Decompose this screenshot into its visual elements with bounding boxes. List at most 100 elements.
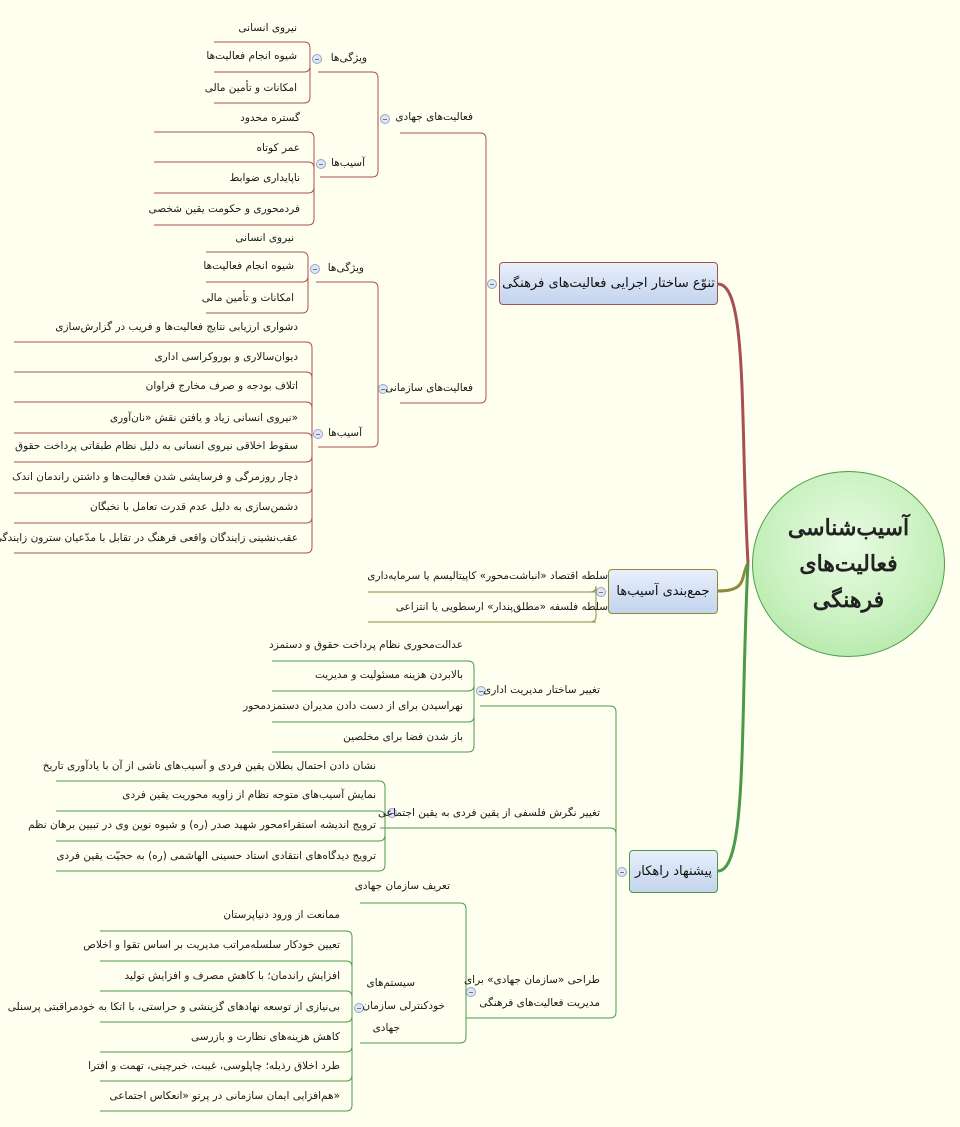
collapse-toggle-icon[interactable] [466,987,476,997]
main-topic-execution-structure[interactable]: تنوّع ساختار اجرایی فعالیت‌های فرهنگی [499,262,718,305]
child-connector [304,341,313,434]
topic-admin-structure-change[interactable]: تغییر ساختار مدیریت اداری [483,684,600,696]
collapse-toggle-icon[interactable] [354,1003,364,1013]
topic-philosophical-change[interactable]: تغییر نگرش فلسفی از یقین فردی به یقین اج… [378,807,600,819]
leaf-harm-summary[interactable]: سلطه فلسفه «مطلق‌پندار» ارسطویی یا انتزا… [395,601,608,613]
main-topic-label: پیشنهاد راهکار [634,864,713,879]
topic-self-control-systems-line-2[interactable]: خودکنترلی سازمان [362,1000,445,1012]
child-connector [304,432,313,440]
child-connector [303,59,311,73]
leaf-self-control-system[interactable]: بی‌نیازی از توسعه نهادهای گزینشی و حراست… [7,1001,340,1013]
child-connector [301,269,309,314]
leaf-self-control-system[interactable]: تعیین خودکار سلسله‌مراتب مدیریت بر اساس … [83,939,340,951]
leaf-jihadi-harm[interactable]: ناپایداری ضوابط [229,172,300,184]
leaf-org-feature[interactable]: شیوه انجام فعالیت‌ها [203,260,294,272]
topic-jihadi-activities[interactable]: فعالیت‌های جهادی [395,111,473,123]
child-connector [378,813,386,872]
leaf-philosophical-change[interactable]: ترویج دیدگاه‌های انتقادی استاد حسینی اله… [56,850,376,862]
topic-org-activities[interactable]: فعالیت‌های سازمانی [385,382,473,394]
main-topic-harms-summary[interactable]: جمع‌بندی آسیب‌ها [608,569,718,614]
leaf-jihadi-harm[interactable]: گستره محدود [240,112,300,124]
main-topic-solutions[interactable]: پیشنهاد راهکار [629,850,718,893]
leaf-jihadi-feature[interactable]: نیروی انسانی [238,22,297,34]
collapse-toggle-icon[interactable] [313,429,323,439]
leaf-self-control-system[interactable]: ممانعت از ورود دنیاپرستان [223,909,340,921]
leaf-org-harm[interactable]: سقوط اخلاقی نیروی انسانی به دلیل نظام طب… [15,440,298,452]
collapse-toggle-icon[interactable] [310,264,320,274]
collapse-toggle-icon[interactable] [387,808,397,818]
main-branch-connector [717,282,750,564]
child-connector [301,251,309,269]
leaf-org-harm[interactable]: «نیروی انسانی زیاد و یافتن نقش «نان‌آوری [109,412,298,424]
topic-jihadi-harms[interactable]: آسیب‌ها [331,157,365,169]
child-connector [316,281,379,394]
topic-self-control-systems-line-3[interactable]: جهادی [372,1022,400,1034]
leaf-org-harm[interactable]: دیوان‌سالاری و بوروکراسی اداری [154,351,298,363]
topic-self-control-systems-line-1[interactable]: سیستم‌های [366,977,415,989]
leaf-philosophical-change[interactable]: نمایش آسیب‌های متوجه نظام از زاویه محوری… [122,789,376,801]
leaf-self-control-system[interactable]: کاهش هزینه‌های نظارت و بازرسی [190,1031,340,1043]
child-connector [304,371,313,434]
leaf-self-control-system[interactable]: افزایش راندمان؛ با کاهش مصرف و افزایش تو… [124,970,340,982]
leaf-philosophical-change[interactable]: نشان دادن احتمال بطلان یقین فردی و آسیب‌… [42,760,376,772]
leaf-admin-change[interactable]: بالابردن هزینه مسئولیت و مدیریت [314,669,463,681]
child-connector [467,691,475,753]
collapse-toggle-icon[interactable] [596,587,606,597]
child-connector [360,992,467,1044]
leaf-org-harm[interactable]: عقب‌نشینی زایندگان واقعی فرهنگ در تقابل … [0,532,298,544]
child-connector [303,41,311,59]
topic-design-jihadi-org-line-1[interactable]: طراحی «سازمان جهادی» برای [463,974,600,986]
leaf-admin-change[interactable]: باز شدن فضا برای مخلصین [343,731,463,743]
child-connector [304,434,313,524]
leaf-self-control-system[interactable]: طرد اخلاق رذیله؛ چاپلوسی، غیبت، خبرچینی،… [88,1060,340,1072]
central-topic-line-3: فرهنگی [812,587,885,613]
leaf-jihadi-harm[interactable]: عمر کوتاه [256,142,300,154]
leaf-org-feature[interactable]: نیروی انسانی [235,232,294,244]
leaf-harm-summary[interactable]: سلطه اقتصاد «انباشت‌محور» کاپیتالیسم یا … [367,570,608,582]
collapse-toggle-icon[interactable] [476,686,486,696]
leaf-org-harm[interactable]: دچار روزمرگی و فرسایشی شدن فعالیت‌ها و د… [12,471,298,483]
child-connector [304,434,313,554]
leaf-self-control-system[interactable]: «هم‌افزایی ایمان سازمانی در پرتو «انعکاس… [109,1090,341,1102]
child-connector [380,827,617,871]
main-branch-connector [717,562,750,873]
leaf-org-harm[interactable]: اتلاف بودجه و صرف مخارج فراوان [145,380,298,392]
collapse-toggle-icon[interactable] [380,114,390,124]
collapse-toggle-icon[interactable] [617,867,627,877]
leaf-org-harm[interactable]: دشمن‌سازی به دلیل عدم قدرت تعامل با نخبگ… [90,501,298,513]
topic-org-harms[interactable]: آسیب‌ها [328,427,362,439]
topic-org-features[interactable]: ویژگی‌ها [327,262,364,274]
main-branch-connector [717,562,750,593]
central-topic-line-2: فعالیت‌های [799,551,898,577]
child-connector [318,71,379,124]
collapse-toggle-icon[interactable] [487,279,497,289]
child-connector [467,660,475,691]
leaf-admin-change[interactable]: عدالت‌محوری نظام پرداخت حقوق و دستمزد [269,639,463,651]
collapse-toggle-icon[interactable] [312,54,322,64]
main-topic-label: تنوّع ساختار اجرایی فعالیت‌های فرهنگی [502,276,715,291]
child-connector [307,164,315,226]
leaf-org-harm[interactable]: دشواری ارزیابی نتایج فعالیت‌ها و فریب در… [55,321,298,333]
leaf-admin-change[interactable]: نهراسیدن برای از دست دادن مدیران دستمزدم… [243,700,463,712]
child-connector [480,705,617,871]
topic-design-jihadi-org-line-2[interactable]: مدیریت فعالیت‌های فرهنگی [479,997,600,1009]
topic-jihadi-features[interactable]: ویژگی‌ها [330,52,367,64]
child-connector [304,434,313,463]
leaf-philosophical-change[interactable]: ترویج اندیشه استقراءمحور شهید صدر (ره) و… [28,819,376,831]
child-connector [345,1008,353,1023]
child-connector [467,684,475,692]
child-connector [345,1008,353,1053]
topic-jihadi-org-definition[interactable]: تعریف سازمان جهادی [354,880,450,892]
child-connector [301,269,309,283]
child-connector [378,780,386,813]
child-connector [304,434,313,494]
leaf-jihadi-feature[interactable]: شیوه انجام فعالیت‌ها [206,50,297,62]
collapse-toggle-icon[interactable] [378,384,388,394]
leaf-org-feature[interactable]: امکانات و تأمین مالی [201,292,294,304]
leaf-jihadi-harm[interactable]: فردمحوری و حکومت یقین شخصی [148,203,300,215]
child-connector [304,401,313,434]
collapse-toggle-icon[interactable] [316,159,326,169]
leaf-jihadi-feature[interactable]: امکانات و تأمین مالی [204,82,297,94]
central-topic[interactable]: آسیب‌شناسی فعالیت‌های فرهنگی [752,471,945,657]
child-connector [345,990,353,1008]
